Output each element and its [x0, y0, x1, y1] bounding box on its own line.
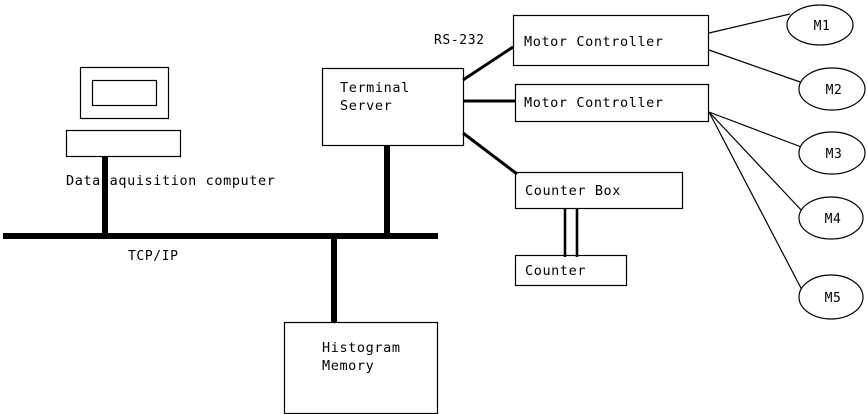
terminal-server-label-line1: Terminal — [340, 80, 410, 96]
histogram-memory-label-line1: Histogram — [322, 340, 401, 356]
motor-m5-label: M5 — [825, 291, 842, 306]
counter-box-box — [514, 171, 684, 210]
motor-m2-label: M2 — [826, 83, 843, 98]
rs232-label: RS-232 — [434, 33, 485, 48]
terminal-server-label-line2: Server — [340, 98, 392, 114]
motor-controller-1-to-m2-link — [708, 49, 804, 84]
motor-m1-ellipse — [786, 4, 854, 46]
terminal-server-box — [321, 67, 465, 147]
histogram-memory-box — [283, 321, 439, 414]
motor-m3-ellipse — [798, 131, 866, 175]
counter-label: Counter — [525, 263, 586, 279]
motor-controller-2-label: Motor Controller — [524, 95, 664, 111]
motor-m4-label: M4 — [825, 212, 842, 227]
motor-controller-2-box — [514, 83, 710, 123]
motor-controller-2-to-m5-link — [708, 111, 803, 291]
motor-m5-ellipse — [798, 274, 864, 320]
computer-base — [65, 129, 182, 158]
motor-m1-label: M1 — [814, 19, 831, 34]
screen — [91, 79, 158, 107]
motor-controller-2-to-m4-link — [708, 111, 804, 213]
terminal-server-to-motor-controller-1-link — [462, 45, 514, 82]
counter-box — [514, 254, 628, 287]
computer-label: Data aquisition computer — [66, 173, 275, 189]
motor-m2-ellipse — [798, 67, 866, 111]
motor-controller-2-to-m3-link — [708, 111, 805, 149]
histogram-memory-label-line2: Memory — [322, 358, 374, 374]
motor-controller-1-box — [512, 14, 710, 67]
counter-box-label: Counter Box — [525, 183, 621, 199]
motor-m4-ellipse — [798, 196, 864, 240]
motor-m3-label: M3 — [826, 147, 843, 162]
tcpip-bus-label: TCP/IP — [128, 249, 179, 264]
motor-controller-1-label: Motor Controller — [524, 34, 664, 50]
motor-controller-1-to-m1-link — [708, 13, 791, 34]
terminal-server-to-counter-box-link — [462, 131, 518, 176]
